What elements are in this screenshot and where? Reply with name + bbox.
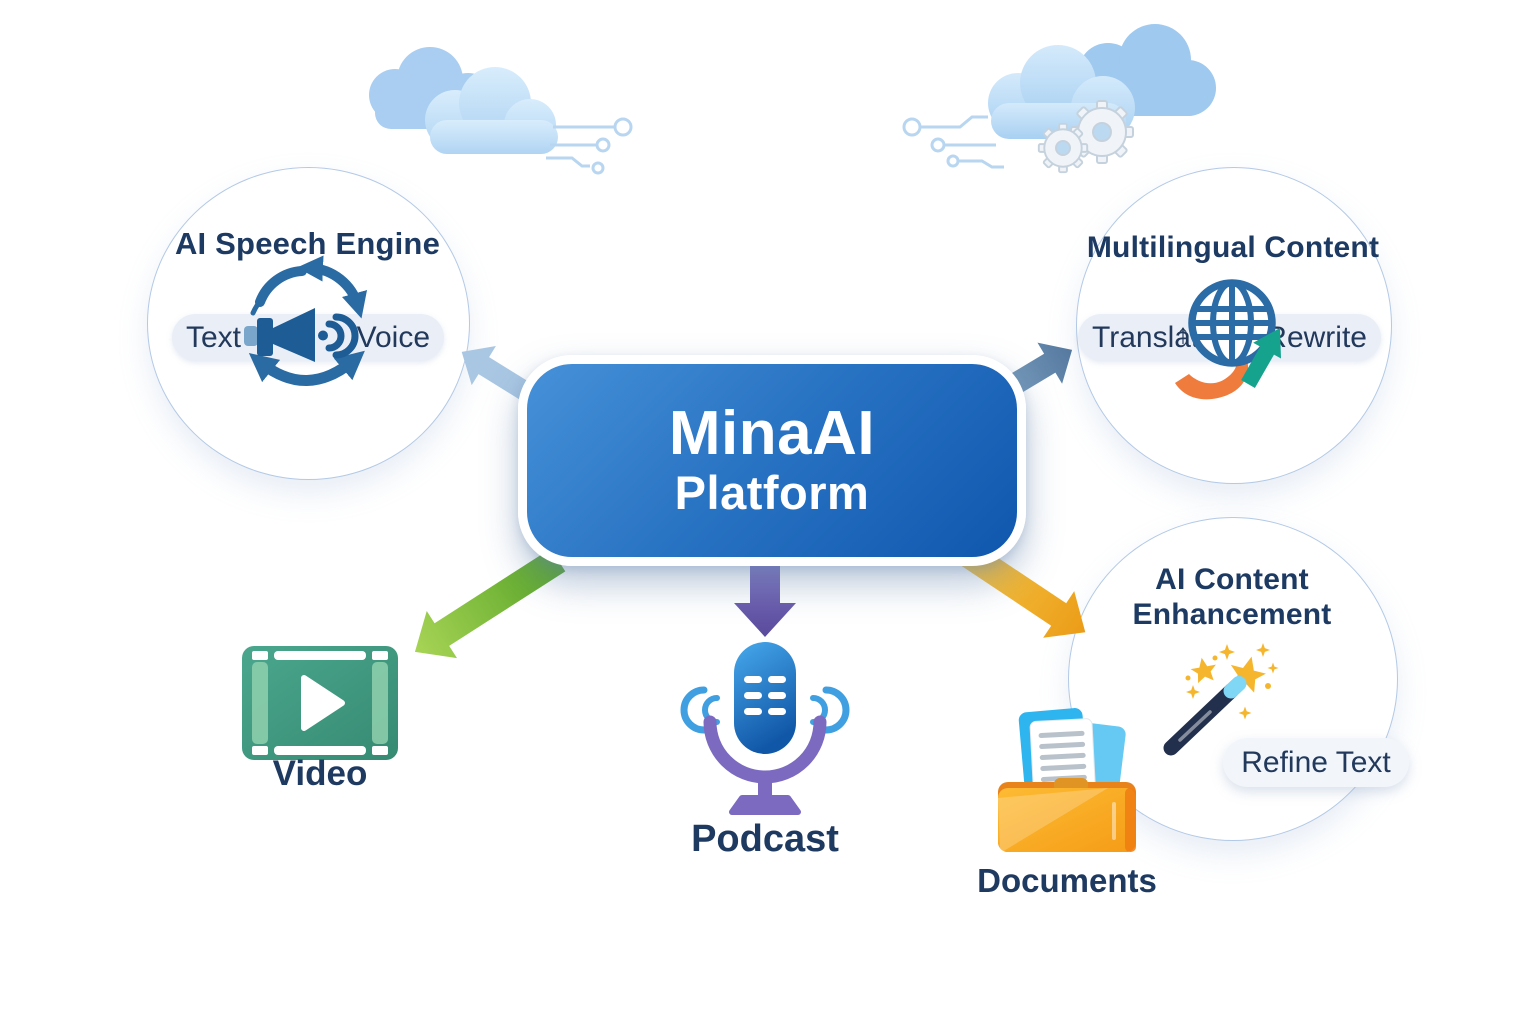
folder-front (998, 788, 1136, 852)
text-voice-cycle-icon (244, 255, 368, 386)
podcast-label: Podcast (691, 818, 839, 860)
rewrite-arrow-icon (1241, 328, 1281, 388)
arrow-to-documents (960, 542, 1086, 638)
enhancement-title-line1: AI Content (1155, 563, 1309, 596)
enhancement-title: AI Content Enhancement (1068, 562, 1396, 632)
cloud-circuit-left-icon (369, 47, 633, 175)
platform-subtitle: Platform (674, 465, 870, 519)
rewrite-label: Rewrite (1265, 320, 1367, 354)
arrow-to-video (414, 548, 566, 659)
refine-text-label: Refine Text (1241, 745, 1391, 779)
video-label: Video (272, 754, 368, 793)
documents-label: Documents (977, 862, 1157, 899)
cloud-gears-right-icon (902, 24, 1216, 174)
multilingual-title: Multilingual Content (1086, 231, 1380, 264)
microphone-icon (680, 642, 850, 815)
circuit-lines (902, 115, 1004, 169)
mic-base (729, 795, 801, 815)
arrow-to-podcast (734, 551, 796, 637)
video-icon (242, 646, 398, 760)
arrow-to-speech-engine (461, 346, 534, 402)
magic-wand-icon (1163, 643, 1279, 756)
gear-icon-small (1037, 122, 1089, 174)
mic-grill-lines (744, 676, 786, 715)
globe-icon (1188, 279, 1276, 367)
voice-label: Voice (356, 320, 430, 354)
platform-box: MinaAI Platform (518, 355, 1026, 566)
film-sprockets (252, 651, 388, 755)
documents-folder-icon (998, 708, 1136, 852)
cloud-front (425, 67, 558, 154)
platform-name: MinaAI (668, 398, 876, 468)
text-label: Text (186, 320, 242, 354)
translate-swoosh-icon (1175, 356, 1249, 400)
enhancement-title-line2: Enhancement (1132, 598, 1332, 631)
speaker-icon (244, 308, 359, 362)
play-icon (301, 675, 345, 731)
translate-arrow-mark: ↑ (1176, 318, 1190, 349)
cycle-arrows (248, 255, 368, 386)
globe-translate-icon (1175, 279, 1281, 400)
refine-text-badge: Refine Text (1223, 738, 1409, 787)
circuit-lines (546, 117, 633, 175)
mic-capsule (734, 642, 796, 754)
wand-icon (1163, 676, 1247, 756)
speech-engine-title: AI Speech Engine (174, 226, 441, 261)
